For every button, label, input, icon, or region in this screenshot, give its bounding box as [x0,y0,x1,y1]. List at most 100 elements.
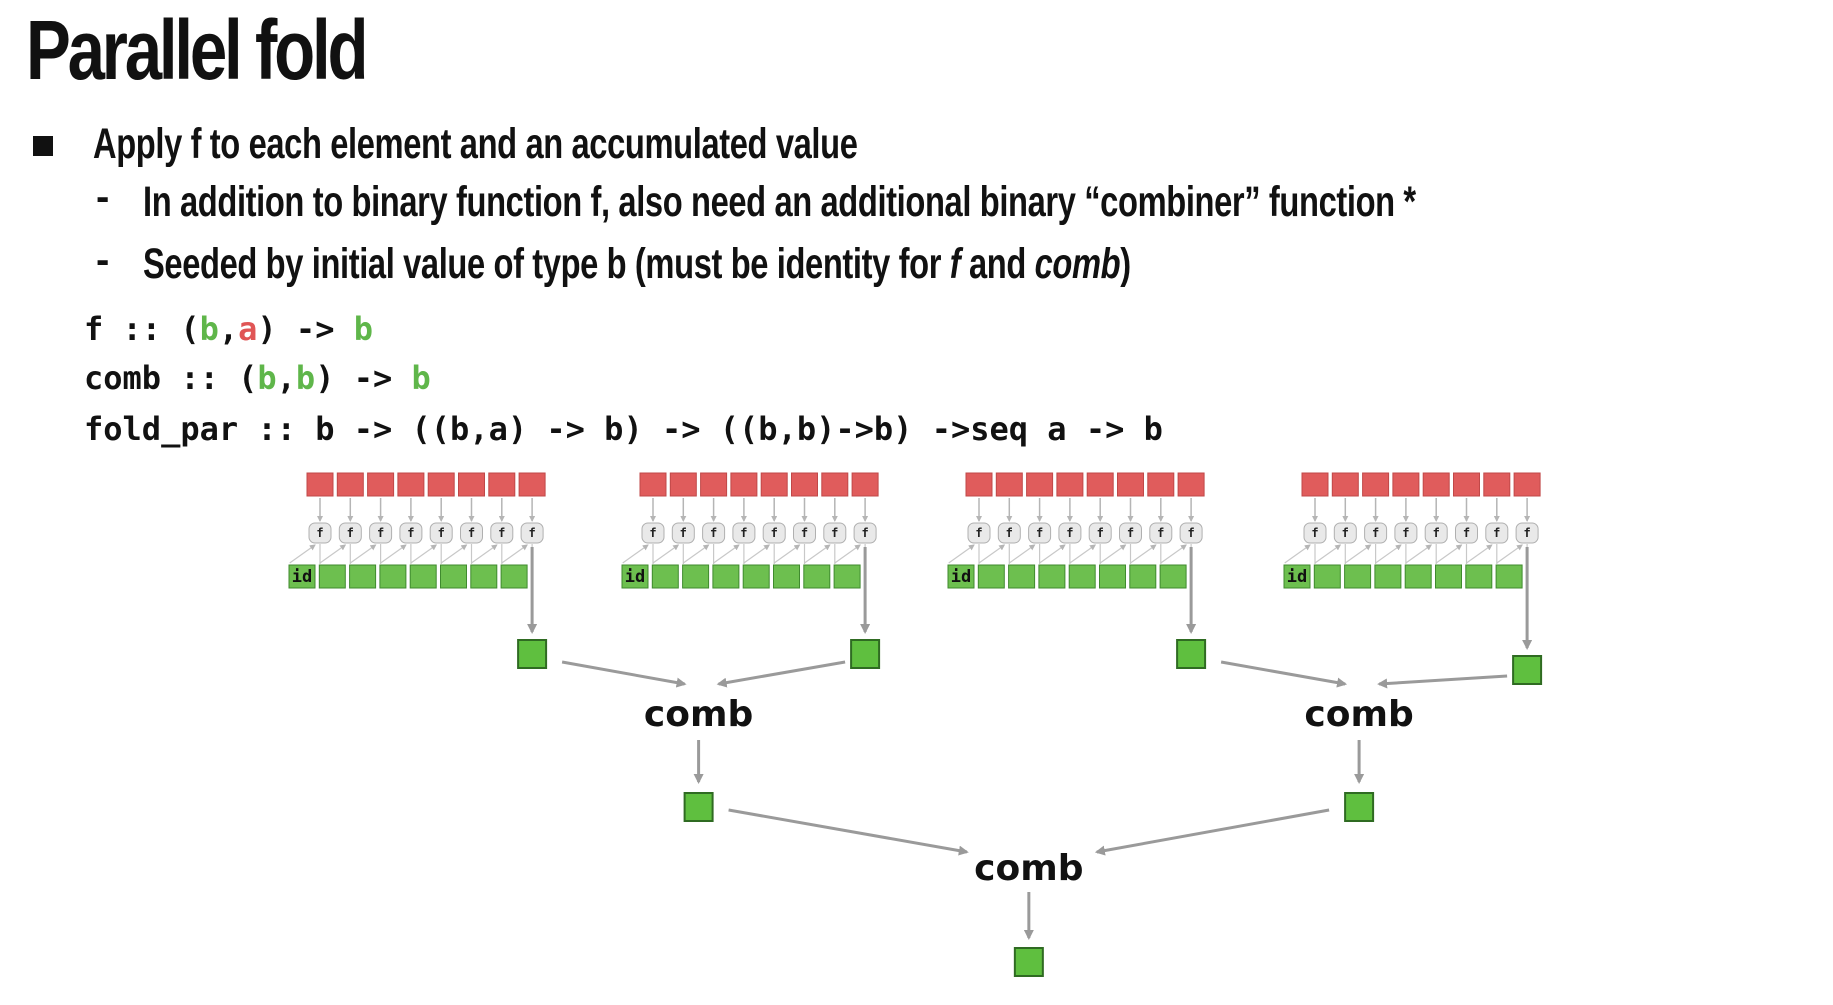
accumulated-box [1495,564,1523,589]
accumulated-box [1068,564,1096,589]
accumulated-box [682,564,710,589]
f-label: f [1463,526,1470,540]
element-box [1453,472,1480,497]
arrow [1069,544,1097,564]
element-box [851,472,879,497]
f-label: f [831,526,838,540]
f-label: f [1097,526,1104,540]
f-node [1179,522,1203,544]
f-label: f [1036,526,1043,540]
accumulated-box [833,564,861,589]
arrow [1094,808,1330,856]
accumulated-box [1008,564,1036,589]
arrow [289,544,316,564]
f-node [1364,522,1388,544]
bullet-main: Apply f to each element and an accumulat… [93,120,858,168]
code-line-comb: comb :: (b,b) -> b [84,359,431,397]
f-label: f [1311,526,1318,540]
element-box [1422,472,1450,497]
arrow [1130,544,1157,564]
arrow [773,544,801,564]
element-box [669,472,697,497]
f-label: f [468,526,475,540]
element-box [1513,472,1541,497]
element-box [1362,472,1390,497]
f-node [369,522,393,544]
element-box [1086,472,1114,497]
id-box [621,564,649,589]
comb-label: comb [1304,694,1413,735]
arrow [1039,544,1066,564]
element-box [730,472,758,497]
accumulated-box [349,564,377,589]
f-label: f [801,526,808,540]
f-label: f [1433,526,1440,540]
arrow [1160,544,1187,564]
arrow [948,544,975,564]
arrow [1496,544,1523,564]
code-comb-comma: , [276,359,296,397]
arrow [1008,544,1036,564]
accumulated-box [1374,564,1402,589]
element-box [1392,472,1420,497]
arrow [380,544,407,564]
f-label: f [740,526,747,540]
code-line-fold-par: fold_par :: b -> ((b,a) -> b) -> ((b,b)-… [84,410,1163,448]
accumulated-box [773,564,800,589]
f-node [520,522,544,544]
accumulated-box [1129,564,1157,589]
element-box [518,472,546,497]
code-f-comma: , [218,310,239,348]
f-node [1058,522,1082,544]
accumulated-box [409,564,437,589]
seed-text-comb: comb [1034,240,1121,288]
code-comb-b2: b [295,359,316,397]
arrow [1314,544,1342,564]
f-node [490,522,514,544]
f-node [853,522,877,544]
f-label: f [1523,526,1530,540]
f-node [429,522,453,544]
code-f-type-a: a [238,310,258,348]
f-label: f [1402,526,1409,540]
id-label: id [951,567,971,587]
accumulated-box [1404,564,1432,589]
f-node [399,522,423,544]
comb-label: comb [644,694,753,735]
accumulated-box [977,564,1005,589]
dash-icon: - [96,175,110,219]
accumulated-box [651,564,679,589]
f-node [1394,522,1418,544]
element-box [306,472,334,497]
accumulated-box [1344,564,1372,589]
accumulated-box [1099,564,1126,589]
element-box [791,472,818,497]
f-node [967,522,991,544]
f-node [338,522,362,544]
bullet-sub-combiner: In addition to binary function f, also n… [143,178,1416,226]
accumulated-box [1465,564,1493,589]
partial-result-box [517,639,548,669]
code-comb-mid: ) -> [315,359,412,397]
f-node [1303,522,1327,544]
accumulated-box [1435,564,1462,589]
f-label: f [1493,526,1500,540]
element-box [760,472,788,497]
f-node [671,522,695,544]
id-label: id [292,567,312,587]
f-label: f [649,526,656,540]
f-label: f [710,526,717,540]
accumulated-box [712,564,740,589]
arrow [349,544,377,564]
seed-text-pre: Seeded by initial value of type b (must … [143,240,950,288]
code-comb-out: b [411,359,431,397]
f-label: f [528,526,535,540]
combined-result-box [1344,792,1375,822]
f-label: f [1157,526,1164,540]
arrow [1099,544,1127,564]
element-box [427,472,455,497]
